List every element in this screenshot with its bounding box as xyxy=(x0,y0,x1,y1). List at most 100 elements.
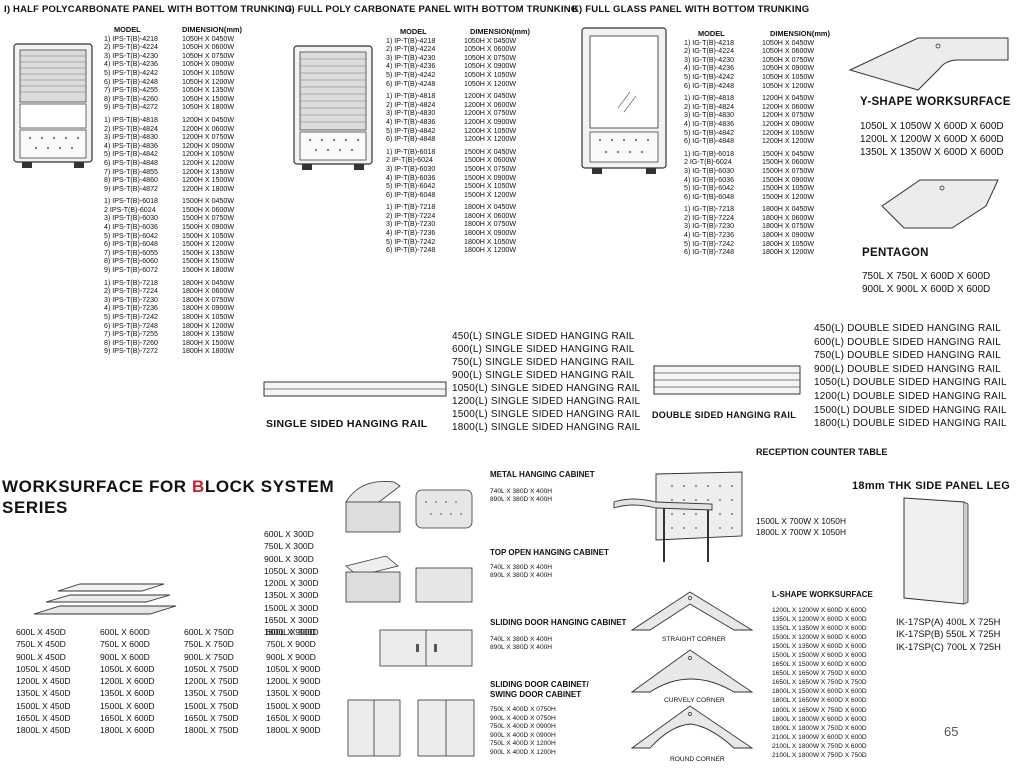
dimension-cell: 1800H X 0750W xyxy=(464,220,517,229)
model-cell: 1) IP-T(B)-4818 xyxy=(386,92,436,101)
model-cell: 8) IPS-T(B)-4260 xyxy=(104,94,159,103)
double-rail-item: 600(L) DOUBLE SIDED HANGING RAIL xyxy=(814,336,1002,348)
dimension-cell: 1200H X 1350W xyxy=(182,167,235,176)
single-rail-item: 450(L) SINGLE SIDED HANGING RAIL xyxy=(452,331,635,342)
model-cell: 6) IPS-T(B)-4248 xyxy=(104,77,159,86)
straight-corner-label: STRAIGHT CORNER xyxy=(662,636,726,643)
dimension-cell: 1800H X 0450W xyxy=(182,278,235,287)
dimension-cell: 1200H X 0750W xyxy=(464,109,517,118)
dimension-cell: 1500H X 0600W xyxy=(464,156,517,165)
dimension-cell: 1800H X 1050W xyxy=(464,237,517,246)
worksurface-boards-illustration xyxy=(33,583,177,615)
col-model: MODEL xyxy=(698,29,725,38)
section-j-row: 3) IP-T(B)-4230 1050H X 0750W xyxy=(386,54,546,63)
model-cell: 7) IPS-T(B)-4255 xyxy=(104,86,159,95)
dimension-cell: 1800H X 0900W xyxy=(182,304,235,313)
dimension-cell: 1050H X 1200W xyxy=(464,79,517,88)
model-cell: 3) IG-T(B)-4230 xyxy=(684,55,735,64)
worksurface-size: 1350L X 300D xyxy=(264,590,319,601)
pentagon-title: PENTAGON xyxy=(862,247,929,259)
model-cell: 5) IP-T(B)-6042 xyxy=(386,182,436,191)
l-shape-size: 2100L X 1800W X 750D X 600D xyxy=(772,742,867,750)
dimension-cell: 1200H X 0750W xyxy=(762,111,815,120)
reception-title: RECEPTION COUNTER TABLE xyxy=(756,447,888,457)
l-shape-size: 1800L X 1800W X 750D X 600D xyxy=(772,724,867,732)
worksurface-title: WORKSURFACE FOR BLOCK SYSTEM SERIES xyxy=(2,477,335,517)
worksurface-size: 1500L X 300D xyxy=(264,602,319,613)
model-cell: 5) IG-T(B)-4842 xyxy=(684,128,735,137)
model-cell: 5) IPS-T(B)-4242 xyxy=(104,68,159,77)
model-cell: 4) IP-T(B)-4836 xyxy=(386,117,436,126)
model-cell: 2) IP-T(B)-4224 xyxy=(386,45,436,54)
model-cell: 2) IP-T(B)-4824 xyxy=(386,100,436,109)
model-cell: 6) IP-T(B)-4248 xyxy=(386,79,436,88)
dimension-cell: 1200H X 1200W xyxy=(762,137,815,146)
dimension-cell: 1500H X 0750W xyxy=(182,214,235,223)
worksurface-size: 1200L X 900D xyxy=(266,676,321,687)
dimension-cell: 1200H X 0450W xyxy=(182,115,235,124)
single-rail-item: 1200(L) SINGLE SIDED HANGING RAIL xyxy=(452,396,641,407)
l-shape-size: 1200L X 1200W X 600D X 600D xyxy=(772,607,867,614)
model-cell: 3) IPS-T(B)-4830 xyxy=(104,133,159,142)
double-rail-item: 1500(L) DOUBLE SIDED HANGING RAIL xyxy=(814,404,1007,416)
double-rail-label: DOUBLE SIDED HANGING RAIL xyxy=(652,410,797,420)
model-cell: 1) IPS-T(B)-4218 xyxy=(104,34,159,43)
dimension-cell: 1050H X 0600W xyxy=(762,47,815,56)
dimension-cell: 1800H X 1050W xyxy=(762,239,815,248)
l-shape-size: 1350L X 1350W X 600D X 600D xyxy=(772,625,867,633)
worksurface-size: 1800L X 750D xyxy=(184,725,239,736)
worksurface-size: 600L X 750D xyxy=(184,627,234,637)
model-cell: 3) IP-T(B)-4230 xyxy=(386,53,436,62)
l-shape-size: 1500L X 1200W X 600D X 600D xyxy=(772,634,867,642)
dimension-cell: 1500H X 0600W xyxy=(762,158,815,167)
worksurface-size: 1200L X 750D xyxy=(184,676,239,687)
section-i-row: 7) IPS-T(B)-4255 1050H X 1350W xyxy=(104,86,258,95)
worksurface-size: 900L X 300D xyxy=(264,553,314,564)
model-cell: 5) IP-T(B)-7242 xyxy=(386,237,436,246)
model-cell: 6) IPS-T(B)-7248 xyxy=(104,321,159,330)
worksurface-size: 1800L X 300D xyxy=(264,627,319,638)
dimension-cell: 1500H X 0900W xyxy=(762,175,815,184)
dimension-cell: 1050H X 1050W xyxy=(464,70,517,79)
model-cell: 6) IPS-T(B)-6048 xyxy=(104,240,159,249)
dimension-cell: 1050H X 0750W xyxy=(464,53,517,62)
dimension-cell: 1800H X 0600W xyxy=(182,287,235,296)
dimension-cell: 1050H X 1200W xyxy=(762,81,815,90)
model-cell: 1) IG-T(B)-4818 xyxy=(684,94,735,103)
single-rail-label: SINGLE SIDED HANGING RAIL xyxy=(266,418,428,430)
dimension-cell: 1200H X 1500W xyxy=(182,176,235,185)
l-shape-size: 1650L X 1650W X 750D X 750D xyxy=(772,679,867,687)
dimension-cell: 1500H X 0450W xyxy=(182,197,235,206)
dimension-cell: 1050H X 1350W xyxy=(182,86,235,95)
worksurface-size: 900L X 750D xyxy=(184,651,234,662)
single-rail-item: 750(L) SINGLE SIDED HANGING RAIL xyxy=(452,357,635,368)
worksurface-size: 1350L X 450D xyxy=(16,688,71,699)
worksurface-size: 750L X 750D xyxy=(184,639,234,650)
model-cell: 3) IG-T(B)-6030 xyxy=(684,166,735,175)
model-cell: 4) IPS-T(B)-7236 xyxy=(104,304,159,313)
dimension-cell: 1500H X 0900W xyxy=(464,173,517,182)
